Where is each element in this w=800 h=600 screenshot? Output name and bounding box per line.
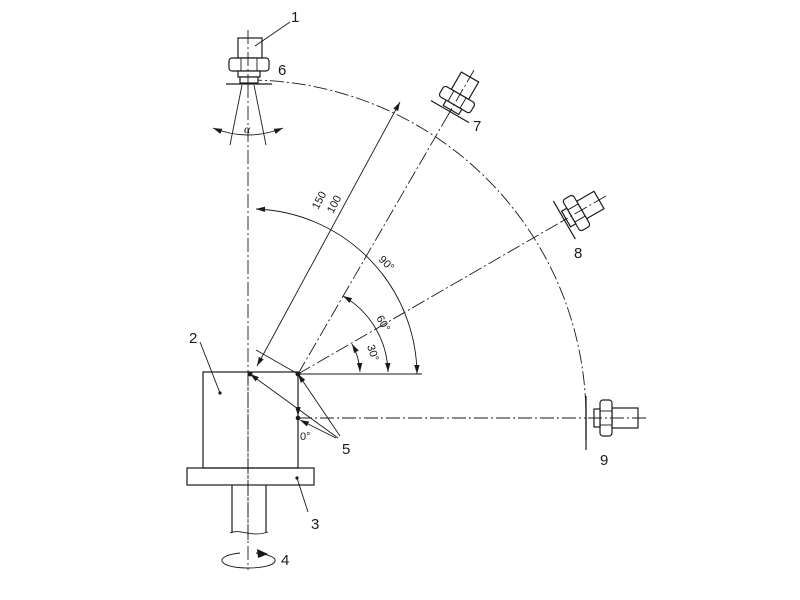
leader-5b: [297, 373, 341, 437]
nozzle-30deg: [552, 190, 607, 240]
angle-arc-60: [342, 295, 391, 373]
dimension-100-line: [255, 349, 299, 375]
turntable-plate: [186, 467, 315, 486]
callout-9: 9: [600, 452, 608, 469]
pivot-point-lower: [295, 415, 301, 421]
callout-1: 1: [291, 9, 299, 26]
alpha-label: α: [244, 122, 251, 136]
callout-2: 2: [189, 330, 197, 347]
shaft-break-line: [229, 531, 269, 535]
leader-1: [254, 21, 291, 47]
angle-30-label: 30°: [364, 343, 381, 363]
angle-60-label: 60°: [373, 314, 392, 334]
callout-6: 6: [278, 62, 286, 79]
leader-2: [199, 341, 221, 394]
alpha-arc: [212, 127, 284, 136]
axis-60deg: [297, 102, 456, 375]
angle-90-label: 90°: [376, 254, 396, 274]
callout-5: 5: [342, 441, 350, 458]
leader-3: [296, 477, 309, 513]
callout-7: 7: [473, 118, 481, 135]
axis-30deg: [297, 214, 574, 375]
angle-arc-30: [351, 343, 363, 373]
leader-5c: [299, 419, 337, 439]
spray-arc: [247, 79, 587, 419]
nozzle-60deg: [430, 69, 480, 124]
leader-5a: [249, 373, 339, 439]
nozzle-top: [226, 30, 272, 146]
angle-arc-90: [255, 206, 420, 375]
callout-4: 4: [281, 552, 289, 569]
rotation-arrowhead: [257, 549, 268, 558]
nozzle-0deg: [584, 396, 646, 440]
callout-3: 3: [311, 516, 319, 533]
angle-0-label: 0°: [300, 431, 311, 443]
callout-8: 8: [574, 245, 582, 262]
rotation-arrow-icon: [221, 552, 276, 569]
